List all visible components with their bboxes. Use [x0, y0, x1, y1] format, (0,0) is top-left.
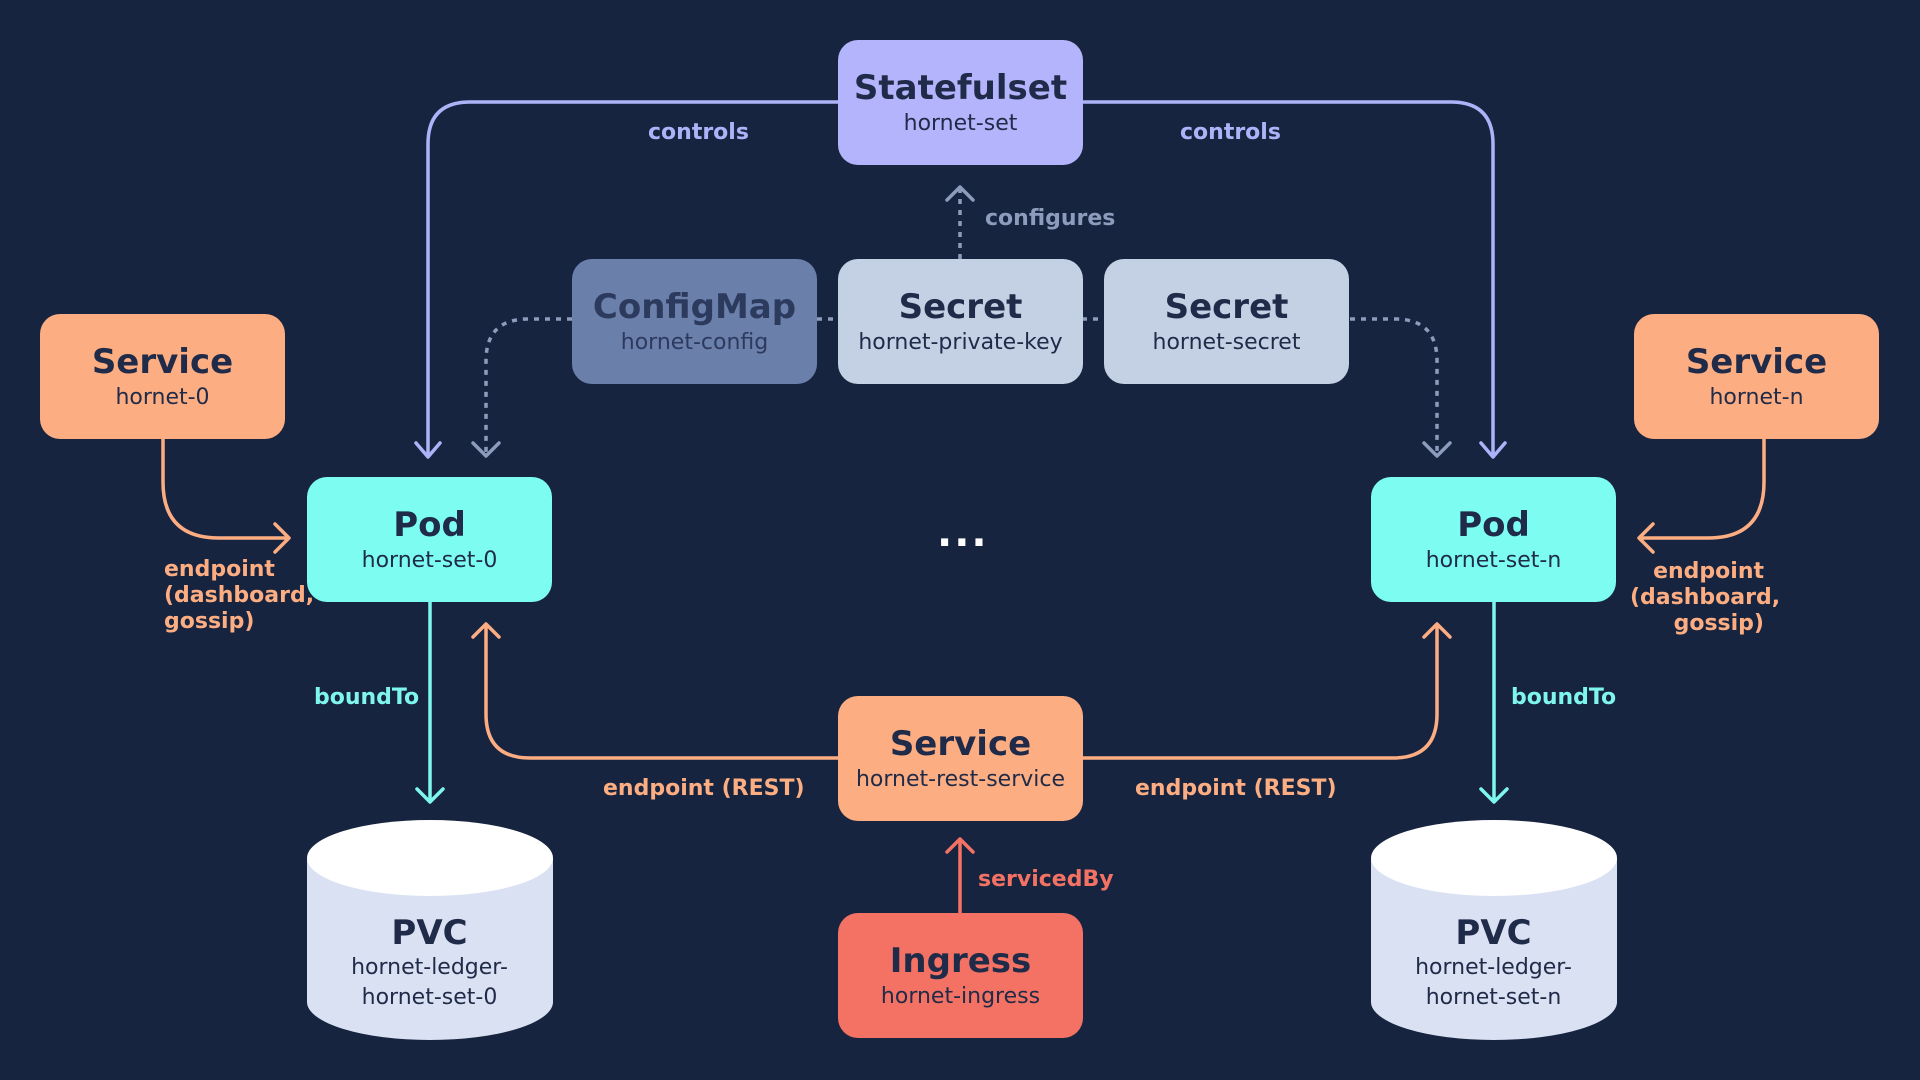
secret-secret-name: hornet-secret [1152, 329, 1301, 355]
arrowhead-endpoint-right [1637, 522, 1655, 554]
label-controls-right: controls [1180, 120, 1281, 145]
edge-config-left [484, 317, 572, 453]
arrowhead-rest-left [471, 622, 501, 639]
label-endpoint-right-line1: endpoint [1653, 559, 1764, 584]
service-hornet-0-name: hornet-0 [115, 384, 210, 410]
service-hornet-n-title: Service [1685, 341, 1828, 382]
secret-private-key-title: Secret [898, 286, 1023, 327]
label-servicedby: servicedBy [978, 867, 1114, 892]
ingress-name: hornet-ingress [880, 983, 1041, 1009]
arrowhead-config-left [471, 441, 501, 458]
pvc-right-title: PVC [1455, 913, 1532, 953]
label-endpoint-left-line2: (dashboard, [164, 583, 315, 608]
pvc-left-name-line1: hornet-ledger- [351, 955, 508, 980]
secret-secret-title: Secret [1164, 286, 1289, 327]
configmap-title: ConfigMap [592, 286, 797, 327]
service-hornet-0-node[interactable]: Service hornet-0 [40, 314, 285, 439]
label-rest-left: endpoint (REST) [603, 776, 805, 801]
pvc-right-node[interactable]: PVC hornet-ledger- hornet-set-n [1371, 913, 1616, 1013]
service-rest-title: Service [889, 723, 1032, 764]
configmap-name: hornet-config [620, 329, 769, 355]
statefulset-title: Statefulset [853, 67, 1068, 108]
label-endpoint-left-line1: endpoint [164, 557, 275, 582]
service-hornet-0-title: Service [91, 341, 234, 382]
pvc-cylinder-left [307, 820, 553, 1040]
pvc-left-name-line2: hornet-set-0 [361, 985, 498, 1010]
configmap-node[interactable]: ConfigMap hornet-config [572, 259, 817, 384]
pvc-right-name-line2: hornet-set-n [1425, 985, 1562, 1010]
ingress-node[interactable]: Ingress hornet-ingress [838, 913, 1083, 1038]
pvc-cylinder-right [1371, 820, 1617, 1040]
service-hornet-n-node[interactable]: Service hornet-n [1634, 314, 1879, 439]
service-hornet-n-name: hornet-n [1709, 384, 1804, 410]
arrowhead-controls-right [1479, 441, 1507, 459]
pod-hornet-set-0-title: Pod [393, 504, 466, 545]
arrowhead-controls-left [414, 441, 442, 459]
edge-rest-right [1082, 624, 1439, 760]
edge-controls-right [1082, 100, 1495, 455]
pod-hornet-set-0-name: hornet-set-0 [361, 547, 498, 573]
edge-endpoint-right [1640, 439, 1766, 540]
edge-controls-left [426, 100, 838, 455]
label-endpoint-right-line3: gossip) [1673, 611, 1764, 636]
label-bound-right: boundTo [1511, 685, 1617, 710]
label-endpoint-left-line3: gossip) [164, 609, 255, 634]
statefulset-name: hornet-set [903, 110, 1018, 136]
label-configures: configures [985, 206, 1116, 231]
service-rest-name: hornet-rest-service [855, 766, 1066, 792]
pvc-left-title: PVC [391, 913, 468, 953]
edge-config-right [1350, 317, 1439, 453]
ingress-title: Ingress [889, 940, 1032, 981]
secret-private-key-name: hornet-private-key [858, 329, 1063, 355]
arrowhead-bound-right [1479, 787, 1509, 804]
edge-rest-left [484, 624, 838, 760]
pod-hornet-set-0-node[interactable]: Pod hornet-set-0 [307, 477, 552, 602]
arrowhead-endpoint-left [273, 522, 291, 554]
pod-hornet-set-n-name: hornet-set-n [1425, 547, 1562, 573]
pvc-left-node[interactable]: PVC hornet-ledger- hornet-set-0 [307, 913, 552, 1013]
label-bound-left: boundTo [314, 685, 420, 710]
pvc-right-name-line1: hornet-ledger- [1415, 955, 1572, 980]
secret-secret-node[interactable]: Secret hornet-secret [1104, 259, 1349, 384]
pod-hornet-set-n-node[interactable]: Pod hornet-set-n [1371, 477, 1616, 602]
ellipsis: ... [937, 510, 989, 556]
arrowhead-rest-right [1422, 622, 1452, 639]
pod-hornet-set-n-title: Pod [1457, 504, 1530, 545]
secret-private-key-node[interactable]: Secret hornet-private-key [838, 259, 1083, 384]
label-controls-left: controls [648, 120, 749, 145]
label-endpoint-right-line2: (dashboard, [1630, 585, 1781, 610]
label-rest-right: endpoint (REST) [1135, 776, 1337, 801]
arrowhead-config-right [1422, 441, 1452, 458]
statefulset-node[interactable]: Statefulset hornet-set [838, 40, 1083, 165]
arrowhead-configures [945, 185, 975, 202]
arrowhead-servicedby [945, 837, 975, 854]
arrowhead-bound-left [415, 787, 445, 804]
edge-endpoint-left [161, 439, 288, 540]
service-rest-node[interactable]: Service hornet-rest-service [838, 696, 1083, 821]
